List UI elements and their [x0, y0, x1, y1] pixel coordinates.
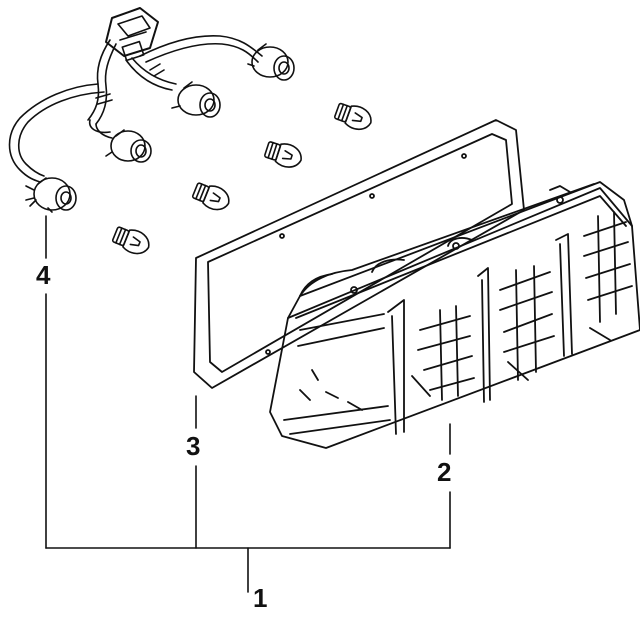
- wiring-harness: [8, 7, 263, 183]
- callout-4: 4: [36, 260, 51, 290]
- socket-left: [25, 177, 77, 213]
- bulb-2: [264, 141, 302, 168]
- bulb-1: [333, 102, 372, 131]
- leader-lines: [45, 215, 451, 593]
- callout-3: 3: [186, 431, 201, 461]
- bulb-3: [191, 182, 230, 211]
- socket-right: [247, 43, 295, 81]
- tail-lamp-assembly: [269, 181, 640, 449]
- lamp-gasket: [193, 119, 525, 389]
- callout-1: 1: [253, 583, 268, 613]
- harness-connector: [105, 7, 159, 62]
- socket-middle: [171, 81, 221, 118]
- socket-lower: [105, 129, 152, 163]
- callout-2: 2: [437, 457, 452, 487]
- bulb-4: [111, 226, 150, 255]
